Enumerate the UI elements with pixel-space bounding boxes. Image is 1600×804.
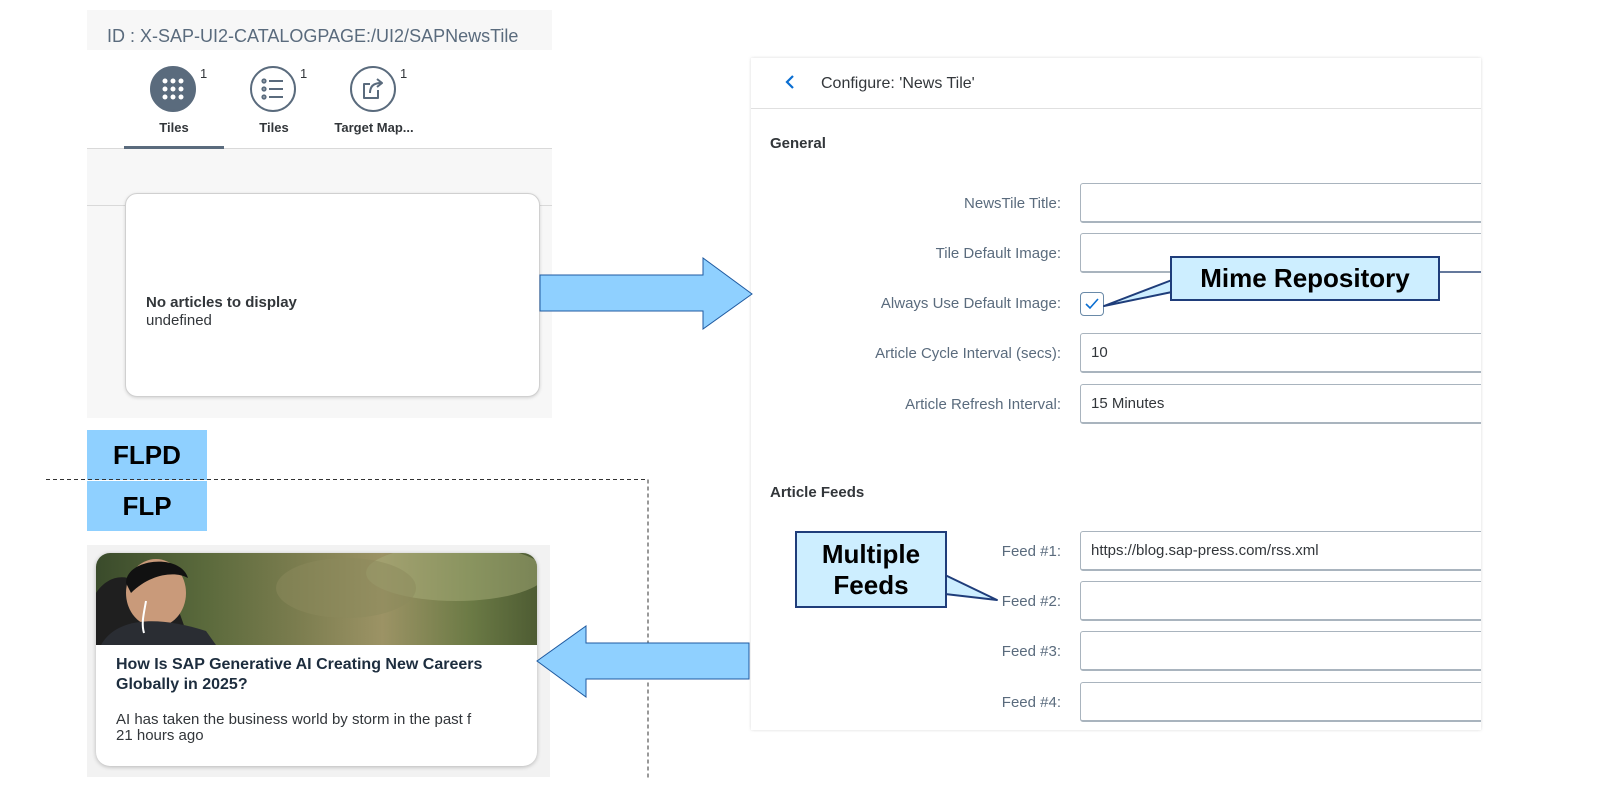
- article-headline: How Is SAP Generative AI Creating New Ca…: [116, 656, 483, 693]
- tab-bar: 1 Tiles 1 Tiles: [87, 50, 552, 149]
- catalog-id: ID : X-SAP-UI2-CATALOGPAGE:/UI2/SAPNewsT…: [107, 26, 519, 46]
- list-icon: [250, 66, 296, 112]
- article-snippet: AI has taken the business world by storm…: [116, 711, 472, 728]
- flp-label: FLP: [87, 481, 207, 531]
- grid-icon: [150, 66, 196, 112]
- feed-4-label: Feed #4:: [1001, 694, 1061, 711]
- always-use-default-image-checkbox[interactable]: [1080, 292, 1104, 316]
- tab-target-mappings[interactable]: 1 Target Map...: [324, 50, 424, 148]
- flpd-label: FLPD: [87, 430, 207, 480]
- chevron-left-icon[interactable]: [783, 72, 797, 98]
- news-tile-preview[interactable]: No articles to display undefined: [125, 193, 540, 397]
- flp-news-tile-panel: How Is SAP Generative AI Creating New Ca…: [87, 545, 550, 777]
- arrow-to-configure: [539, 257, 753, 330]
- callout-line: Multiple: [821, 539, 921, 569]
- article-image: [96, 553, 537, 645]
- feed-4-input[interactable]: [1080, 682, 1481, 722]
- flpd-catalog-panel: ID : X-SAP-UI2-CATALOGPAGE:/UI2/SAPNewsT…: [87, 10, 552, 418]
- tab-tiles[interactable]: 1 Tiles: [124, 50, 224, 149]
- feed-3-input[interactable]: [1080, 631, 1481, 671]
- callout-line: Feeds: [833, 570, 909, 600]
- page-title: Configure: 'News Tile': [821, 75, 975, 92]
- always-use-default-image-label: Always Use Default Image:: [880, 295, 1061, 312]
- feed-2-input[interactable]: [1080, 581, 1481, 621]
- newstile-title-label: NewsTile Title:: [964, 195, 1061, 212]
- configure-panel: Configure: 'News Tile' General NewsTile …: [751, 58, 1481, 730]
- arrow-to-flp: [536, 625, 750, 698]
- tab-count: 1: [300, 66, 308, 81]
- tab-label: Tiles: [159, 120, 189, 135]
- tab-count: 1: [400, 66, 408, 81]
- multiple-feeds-callout-pointer: [944, 574, 998, 601]
- feed-3-label: Feed #3:: [1001, 643, 1061, 660]
- checkmark-icon: [1085, 298, 1099, 310]
- tab-label: Target Map...: [334, 120, 414, 135]
- news-tile-card[interactable]: How Is SAP Generative AI Creating New Ca…: [96, 553, 537, 766]
- tile-default-image-input[interactable]: [1080, 233, 1481, 273]
- tile-default-image-label: Tile Default Image:: [935, 245, 1061, 262]
- tab-count: 1: [200, 66, 208, 81]
- article-age: 21 hours ago: [116, 727, 204, 744]
- feed-2-label: Feed #2:: [1001, 593, 1061, 610]
- dashed-divider: [46, 479, 649, 778]
- mime-repository-callout: Mime Repository: [1170, 256, 1440, 301]
- tab-tiles-list[interactable]: 1 Tiles: [224, 50, 324, 148]
- section-heading-general: General: [770, 135, 826, 152]
- article-cycle-interval-input[interactable]: [1080, 333, 1481, 373]
- newstile-title-input[interactable]: [1080, 183, 1481, 223]
- mime-callout-pointer: [1103, 279, 1173, 307]
- tile-subtitle: undefined: [146, 312, 212, 329]
- feed-1-input[interactable]: [1080, 531, 1481, 571]
- article-cycle-interval-label: Article Cycle Interval (secs):: [875, 345, 1061, 362]
- section-heading-article-feeds: Article Feeds: [770, 484, 865, 501]
- feed-1-label: Feed #1:: [1001, 543, 1061, 560]
- configure-header: Configure: 'News Tile': [751, 58, 1481, 109]
- article-refresh-interval-select[interactable]: [1080, 384, 1481, 424]
- selected-tab-indicator: [124, 146, 224, 149]
- share-icon: [350, 66, 396, 112]
- tile-title: No articles to display: [146, 294, 297, 311]
- article-refresh-interval-label: Article Refresh Interval:: [905, 396, 1061, 413]
- multiple-feeds-callout: Multiple Feeds: [795, 531, 947, 608]
- tab-label: Tiles: [259, 120, 289, 135]
